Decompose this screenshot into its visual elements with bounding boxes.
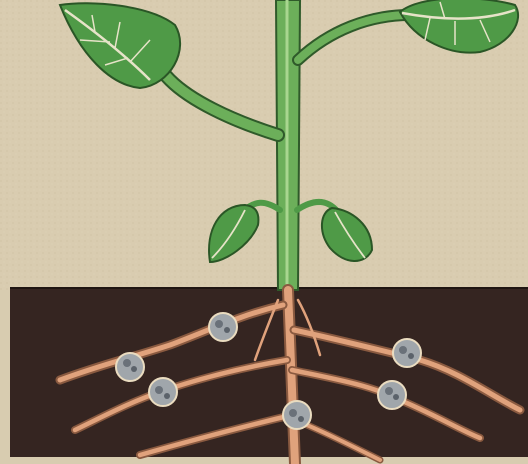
nodule [378, 381, 406, 409]
nodule [283, 401, 311, 429]
nodule [149, 378, 177, 406]
nodule [209, 313, 237, 341]
nodule [116, 353, 144, 381]
main-stem [276, 0, 300, 290]
nodule [393, 339, 421, 367]
